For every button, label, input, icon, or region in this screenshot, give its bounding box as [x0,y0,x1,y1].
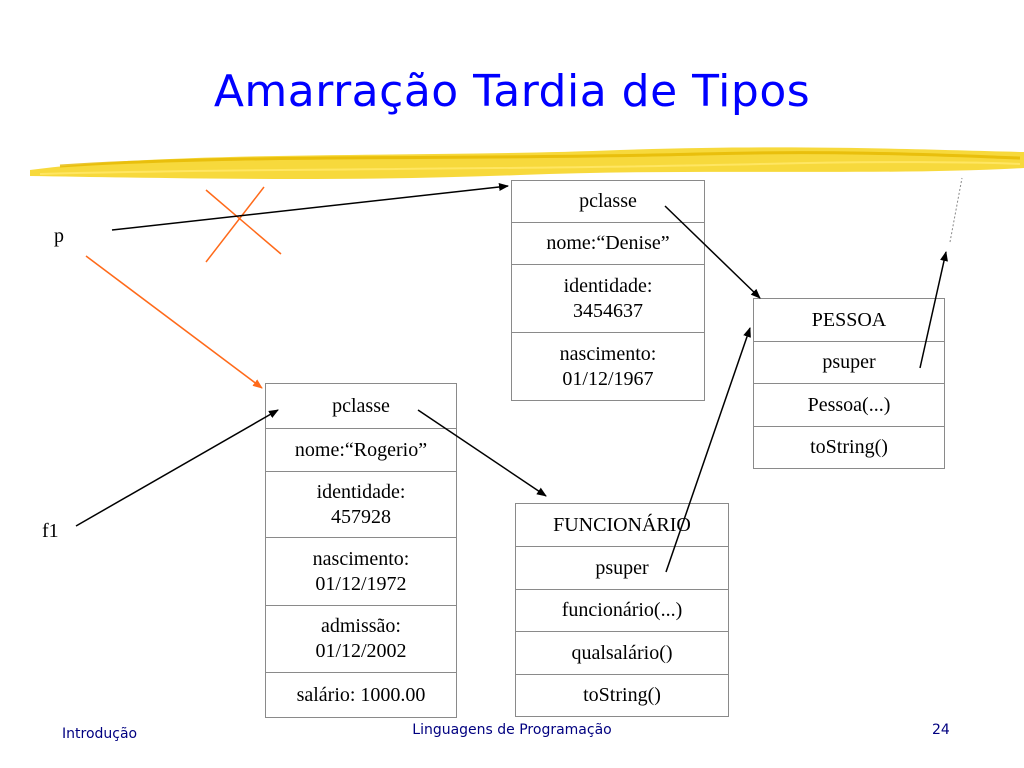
cross-line-1 [205,189,282,255]
funcionario-constructor-cell: funcionário(...) [516,590,728,632]
rogerio-identidade-cell: identidade: 457928 [266,472,456,538]
arrow-f1-to-rogerio [75,409,279,527]
arrow-funcionario-psuper-to-pessoa [665,327,751,573]
pessoa-tostring-cell: toString() [810,436,888,458]
slide-title: Amarração Tardia de Tipos [213,66,811,117]
variable-p-label: p [54,225,64,247]
denise-identidade-cell: identidade: 3454637 [512,265,704,333]
denise-nome-cell: nome:“Denise” [512,223,704,265]
pessoa-psuper-cell: psuper [754,342,944,384]
variable-f1-label: f1 [42,520,59,542]
rogerio-salario-cell: salário: 1000.00 [296,683,426,706]
denise-nascimento-cell: nascimento: 01/12/1967 [559,342,657,390]
pessoa-name-cell: PESSOA [754,299,944,342]
class-pessoa: PESSOA psuper Pessoa(...) toString() [753,298,945,469]
arrow-p-to-denise [111,183,509,231]
rogerio-nome-cell: nome:“Rogerio” [266,429,456,472]
arrow-pessoa-psuper-up [919,251,948,369]
cross-line-2 [205,186,265,263]
funcionario-name-cell: FUNCIONÁRIO [516,504,728,547]
rogerio-admissao-cell: admissão: 01/12/2002 [266,606,456,673]
footer-left: Introdução [62,726,138,742]
dotted-continuation [949,177,963,243]
funcionario-qualsalario-cell: qualsalário() [516,632,728,675]
pessoa-constructor-cell: Pessoa(...) [754,384,944,427]
funcionario-psuper-cell: psuper [516,547,728,590]
funcionario-tostring-cell: toString() [583,684,661,706]
rogerio-nascimento-cell: nascimento: 01/12/1972 [266,538,456,606]
object-denise: pclasse nome:“Denise” identidade: 345463… [511,180,705,401]
object-rogerio: pclasse nome:“Rogerio” identidade: 45792… [265,383,457,718]
rogerio-pclasse-cell: pclasse [266,384,456,429]
footer-page-number: 24 [932,722,950,738]
class-funcionario: FUNCIONÁRIO psuper funcionário(...) qual… [515,503,729,717]
arrow-p-to-rogerio [85,255,263,389]
footer-center: Linguagens de Programação [412,722,612,738]
denise-pclasse-cell: pclasse [512,181,704,223]
arrow-rogerio-pclasse-to-funcionario [417,409,547,497]
arrow-denise-pclasse-to-pessoa [664,205,761,299]
